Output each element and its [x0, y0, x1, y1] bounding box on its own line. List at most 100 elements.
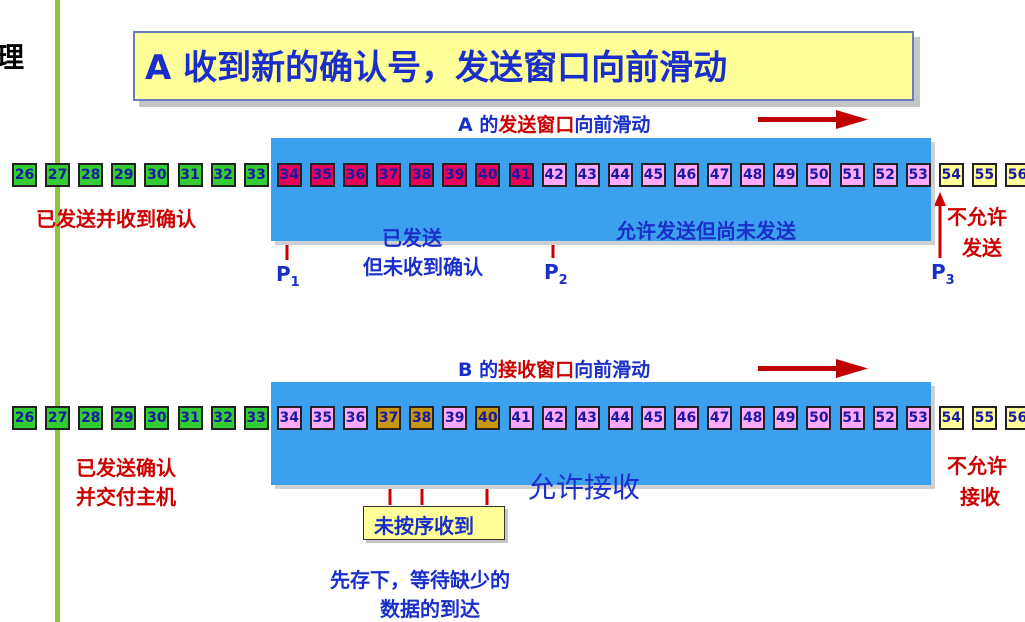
receiver-seq-cell-27: 27 — [45, 406, 71, 430]
pointer-p1: P1 — [276, 262, 300, 290]
pointer-p2: P2 — [544, 260, 568, 288]
sender-seq-cell-41: 41 — [508, 163, 534, 187]
sender-acked-label: 已发送并收到确认 — [36, 207, 196, 231]
sender-seq-cell-39: 39 — [442, 163, 468, 187]
sender-sent-label-line2: 但未收到确认 — [363, 255, 483, 279]
pointer-p1-sub: 1 — [290, 275, 300, 290]
sender-seq-cell-46: 46 — [674, 163, 699, 187]
receiver-not-allowed-line2: 接收 — [960, 485, 1000, 509]
receiver-seq-cell-46: 46 — [674, 406, 699, 430]
out-of-order-label: 未按序收到 — [374, 514, 474, 538]
sender-sent-label-line1: 已发送 — [382, 226, 442, 250]
receiver-seq-cell-45: 45 — [640, 406, 666, 430]
sender-seq-cell-35: 35 — [309, 163, 335, 187]
receiver-allowed-label: 允许接收 — [528, 471, 641, 504]
sender-seq-cell-26: 26 — [12, 163, 37, 187]
receiver-window-heading: B 的接收窗口向前滑动 — [458, 355, 650, 382]
receiver-seq-cell-38: 38 — [409, 406, 435, 430]
receiver-seq-cell-47: 47 — [707, 406, 733, 430]
sender-seq-cell-45: 45 — [640, 163, 666, 187]
receiver-seq-cell-41: 41 — [508, 406, 534, 430]
receiver-seq-cell-48: 48 — [740, 406, 766, 430]
receiver-seq-cell-35: 35 — [309, 406, 335, 430]
receiver-slide-arrow — [758, 359, 868, 378]
sender-window-heading: A 的发送窗口向前滑动 — [458, 110, 650, 137]
sender-window-band — [271, 138, 931, 241]
sender-seq-cell-56: 56 — [1005, 163, 1025, 187]
receiver-seq-cell-50: 50 — [806, 406, 832, 430]
sender-seq-cell-30: 30 — [144, 163, 170, 187]
receiver-delivered-line2: 并交付主机 — [76, 485, 176, 509]
sender-seq-cell-43: 43 — [574, 163, 600, 187]
cropped-edge-character: 理 — [0, 41, 25, 74]
receiver-seq-cell-51: 51 — [839, 406, 865, 430]
sender-seq-cell-31: 31 — [177, 163, 203, 187]
receiver-seq-cell-43: 43 — [574, 406, 600, 430]
sender-not-allowed-line1: 不允许 — [947, 205, 1007, 229]
pointer-p2-letter: P — [544, 260, 559, 284]
sender-seq-cell-52: 52 — [872, 163, 898, 187]
p3-arrow — [934, 192, 946, 258]
sender-seq-cell-36: 36 — [343, 163, 368, 187]
sender-heading-suffix: 向前滑动 — [574, 114, 651, 136]
sender-seq-cell-54: 54 — [938, 163, 964, 187]
receiver-not-allowed-line1: 不允许 — [947, 454, 1007, 478]
receiver-seq-cell-34: 34 — [276, 406, 302, 430]
sender-seq-cell-32: 32 — [210, 163, 236, 187]
sender-allowed-label: 允许发送但尚未发送 — [616, 219, 796, 243]
pointer-p2-sub: 2 — [558, 273, 568, 288]
pointer-p3: P3 — [931, 260, 955, 288]
buffer-note-line1: 先存下，等待缺少的 — [330, 568, 510, 592]
receiver-seq-cell-30: 30 — [144, 406, 170, 430]
sender-seq-cell-29: 29 — [111, 163, 137, 187]
receiver-heading-highlight: 接收窗口 — [498, 359, 575, 381]
receiver-seq-cell-55: 55 — [971, 406, 997, 430]
sender-seq-cell-42: 42 — [541, 163, 567, 187]
receiver-seq-cell-49: 49 — [773, 406, 799, 430]
receiver-seq-cell-42: 42 — [541, 406, 567, 430]
pointer-p1-letter: P — [276, 262, 291, 286]
sender-heading-prefix: A 的 — [458, 114, 499, 136]
receiver-window-band — [271, 382, 931, 485]
sender-seq-cell-53: 53 — [905, 163, 931, 187]
sender-slide-arrow — [758, 110, 868, 129]
sender-not-allowed-line2: 发送 — [962, 236, 1002, 260]
sender-seq-cell-50: 50 — [806, 163, 832, 187]
pointer-p3-letter: P — [931, 260, 946, 284]
out-of-order-box — [363, 506, 505, 540]
receiver-seq-cell-54: 54 — [938, 406, 964, 430]
sender-seq-cell-27: 27 — [45, 163, 71, 187]
receiver-seq-cell-37: 37 — [376, 406, 402, 430]
sender-seq-cell-44: 44 — [607, 163, 633, 187]
buffer-note-line2: 数据的到达 — [380, 597, 480, 621]
receiver-seq-cell-31: 31 — [177, 406, 203, 430]
left-margin-rule — [55, 0, 60, 622]
receiver-seq-cell-52: 52 — [872, 406, 898, 430]
receiver-seq-cell-33: 33 — [243, 406, 269, 430]
sender-seq-cell-47: 47 — [707, 163, 733, 187]
sender-seq-cell-51: 51 — [839, 163, 865, 187]
sender-seq-cell-37: 37 — [376, 163, 402, 187]
receiver-heading-suffix: 向前滑动 — [574, 359, 651, 381]
sender-seq-cell-38: 38 — [409, 163, 435, 187]
title-box — [133, 31, 914, 101]
receiver-seq-cell-36: 36 — [343, 406, 368, 430]
sender-heading-highlight: 发送窗口 — [498, 114, 575, 136]
sender-seq-cell-34: 34 — [276, 163, 302, 187]
sender-seq-cell-55: 55 — [971, 163, 997, 187]
sender-seq-cell-40: 40 — [475, 163, 501, 187]
pointer-p3-sub: 3 — [945, 273, 955, 288]
receiver-seq-cell-39: 39 — [442, 406, 468, 430]
receiver-seq-cell-53: 53 — [905, 406, 931, 430]
sender-seq-cell-33: 33 — [243, 163, 269, 187]
sender-seq-cell-49: 49 — [773, 163, 799, 187]
receiver-seq-cell-44: 44 — [607, 406, 633, 430]
receiver-seq-cell-40: 40 — [475, 406, 501, 430]
receiver-seq-cell-29: 29 — [111, 406, 137, 430]
receiver-heading-prefix: B 的 — [458, 359, 499, 381]
receiver-delivered-line1: 已发送确认 — [76, 456, 176, 480]
sender-seq-cell-48: 48 — [740, 163, 766, 187]
